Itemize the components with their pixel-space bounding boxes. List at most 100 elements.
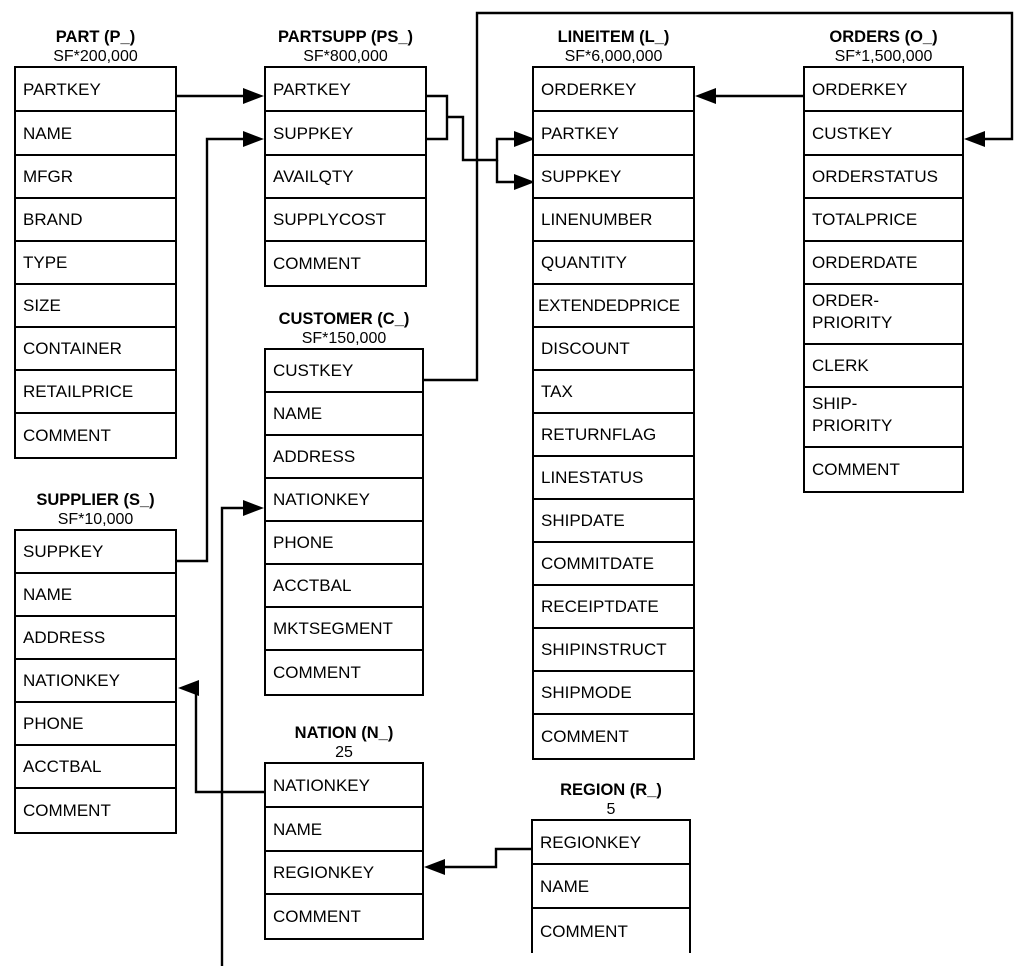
field-row[interactable]: SUPPKEY	[16, 531, 175, 574]
table-partsupp[interactable]: PARTSUPP (PS_) SF*800,000 PARTKEY SUPPKE…	[264, 28, 427, 287]
table-customer-cardinality: SF*150,000	[301, 330, 387, 347]
field-row[interactable]: QUANTITY	[534, 242, 693, 285]
field-row[interactable]: ORDERDATE	[805, 242, 962, 285]
table-supplier[interactable]: SUPPLIER (S_) SF*10,000 SUPPKEY NAME ADD…	[14, 491, 177, 834]
wire-partsupp-to-lineitem	[427, 94, 535, 190]
field-row[interactable]: NAME	[533, 865, 689, 909]
table-partsupp-fields: PARTKEY SUPPKEY AVAILQTY SUPPLYCOST COMM…	[264, 66, 427, 287]
field-row[interactable]: COMMENT	[266, 242, 425, 285]
field-row[interactable]: SHIPDATE	[534, 500, 693, 543]
field-row[interactable]: DISCOUNT	[534, 328, 693, 371]
field-row[interactable]: BRAND	[16, 199, 175, 242]
field-row[interactable]: PHONE	[16, 703, 175, 746]
field-row[interactable]: ORDER- PRIORITY	[805, 285, 962, 345]
field-row[interactable]: TYPE	[16, 242, 175, 285]
table-customer[interactable]: CUSTOMER (C_) SF*150,000 CUSTKEY NAME AD…	[264, 310, 424, 696]
field-row[interactable]: COMMENT	[266, 651, 422, 694]
wire-region-to-nation	[424, 847, 531, 875]
field-row[interactable]: COMMENT	[805, 448, 962, 491]
wire-orders-to-lineitem	[695, 88, 803, 104]
field-row[interactable]: MFGR	[16, 156, 175, 199]
field-row[interactable]: PARTKEY	[534, 112, 693, 156]
field-row[interactable]: ACCTBAL	[266, 565, 422, 608]
field-row[interactable]: CLERK	[805, 345, 962, 388]
field-row[interactable]: COMMENT	[16, 414, 175, 457]
table-nation[interactable]: NATION (N_) 25 NATIONKEY NAME REGIONKEY …	[264, 724, 424, 940]
field-row[interactable]: COMMENT	[534, 715, 693, 758]
wire-supplier-to-partsupp	[177, 131, 264, 563]
table-region-fields: REGIONKEY NAME COMMENT	[531, 819, 691, 953]
table-part[interactable]: PART (P_) SF*200,000 PARTKEY NAME MFGR B…	[14, 28, 177, 459]
field-row[interactable]: ORDERSTATUS	[805, 156, 962, 199]
field-row[interactable]: PARTKEY	[266, 68, 425, 112]
field-row[interactable]: CUSTKEY	[805, 112, 962, 156]
field-row[interactable]: COMMENT	[16, 789, 175, 832]
field-row[interactable]: NAME	[266, 808, 422, 852]
field-row[interactable]: ADDRESS	[266, 436, 422, 479]
field-row[interactable]: ORDERKEY	[534, 68, 693, 112]
field-row[interactable]: NAME	[16, 112, 175, 156]
wire-part-to-partsupp	[177, 88, 264, 104]
table-region[interactable]: REGION (R_) 5 REGIONKEY NAME COMMENT	[531, 781, 691, 953]
table-supplier-title: SUPPLIER (S_)	[36, 491, 155, 509]
field-row[interactable]: CUSTKEY	[266, 350, 422, 393]
table-supplier-fields: SUPPKEY NAME ADDRESS NATIONKEY PHONE ACC…	[14, 529, 177, 834]
field-row[interactable]: RETAILPRICE	[16, 371, 175, 414]
table-supplier-cardinality: SF*10,000	[57, 511, 134, 528]
field-row[interactable]: ORDERKEY	[805, 68, 962, 112]
table-partsupp-cardinality: SF*800,000	[303, 48, 388, 65]
field-row[interactable]: AVAILQTY	[266, 156, 425, 199]
table-lineitem[interactable]: LINEITEM (L_) SF*6,000,000 ORDERKEY PART…	[532, 28, 695, 760]
field-row[interactable]: CONTAINER	[16, 328, 175, 371]
field-row[interactable]: SUPPKEY	[534, 156, 693, 199]
field-row[interactable]: COMMENT	[266, 895, 422, 938]
field-row[interactable]: SUPPLYCOST	[266, 199, 425, 242]
table-orders-cardinality: SF*1,500,000	[834, 48, 933, 65]
field-row[interactable]: ACCTBAL	[16, 746, 175, 789]
field-row[interactable]: EXTENDEDPRICE	[534, 285, 693, 328]
table-lineitem-fields: ORDERKEY PARTKEY SUPPKEY LINENUMBER QUAN…	[532, 66, 695, 760]
table-region-cardinality: 5	[606, 801, 616, 818]
table-part-fields: PARTKEY NAME MFGR BRAND TYPE SIZE CONTAI…	[14, 66, 177, 459]
field-row[interactable]: TAX	[534, 371, 693, 414]
field-row[interactable]: RECEIPTDATE	[534, 586, 693, 629]
field-row[interactable]: PHONE	[266, 522, 422, 565]
field-row[interactable]: SHIP- PRIORITY	[805, 388, 962, 448]
field-row[interactable]: NATIONKEY	[266, 479, 422, 522]
field-row[interactable]: SHIPMODE	[534, 672, 693, 715]
field-row[interactable]: PARTKEY	[16, 68, 175, 112]
table-nation-fields: NATIONKEY NAME REGIONKEY COMMENT	[264, 762, 424, 940]
field-row[interactable]: SUPPKEY	[266, 112, 425, 156]
field-row[interactable]: ADDRESS	[16, 617, 175, 660]
table-part-cardinality: SF*200,000	[53, 48, 138, 65]
field-row[interactable]: MKTSEGMENT	[266, 608, 422, 651]
field-row[interactable]: NATIONKEY	[16, 660, 175, 703]
wire-nation-to-supplier	[178, 680, 264, 794]
field-row[interactable]: RETURNFLAG	[534, 414, 693, 457]
field-row[interactable]: NATIONKEY	[266, 764, 422, 808]
table-lineitem-cardinality: SF*6,000,000	[564, 48, 663, 65]
table-region-title: REGION (R_)	[560, 781, 662, 799]
field-row[interactable]: SIZE	[16, 285, 175, 328]
field-row[interactable]: LINESTATUS	[534, 457, 693, 500]
table-orders-fields: ORDERKEY CUSTKEY ORDERSTATUS TOTALPRICE …	[803, 66, 964, 493]
wire-nation-to-customer	[220, 500, 264, 966]
field-row[interactable]: COMMENT	[533, 909, 689, 953]
field-row[interactable]: LINENUMBER	[534, 199, 693, 242]
field-row[interactable]: REGIONKEY	[266, 852, 422, 895]
table-orders-title: ORDERS (O_)	[829, 28, 938, 46]
field-row[interactable]: NAME	[16, 574, 175, 617]
table-partsupp-title: PARTSUPP (PS_)	[277, 28, 414, 46]
field-row[interactable]: SHIPINSTRUCT	[534, 629, 693, 672]
table-customer-title: CUSTOMER (C_)	[278, 310, 410, 328]
field-row[interactable]: COMMITDATE	[534, 543, 693, 586]
table-lineitem-title: LINEITEM (L_)	[557, 28, 670, 46]
table-orders[interactable]: ORDERS (O_) SF*1,500,000 ORDERKEY CUSTKE…	[803, 28, 964, 493]
table-nation-cardinality: 25	[335, 744, 353, 761]
table-nation-title: NATION (N_)	[294, 724, 394, 742]
field-row[interactable]: TOTALPRICE	[805, 199, 962, 242]
field-row[interactable]: NAME	[266, 393, 422, 436]
table-customer-fields: CUSTKEY NAME ADDRESS NATIONKEY PHONE ACC…	[264, 348, 424, 696]
field-row[interactable]: REGIONKEY	[533, 821, 689, 865]
